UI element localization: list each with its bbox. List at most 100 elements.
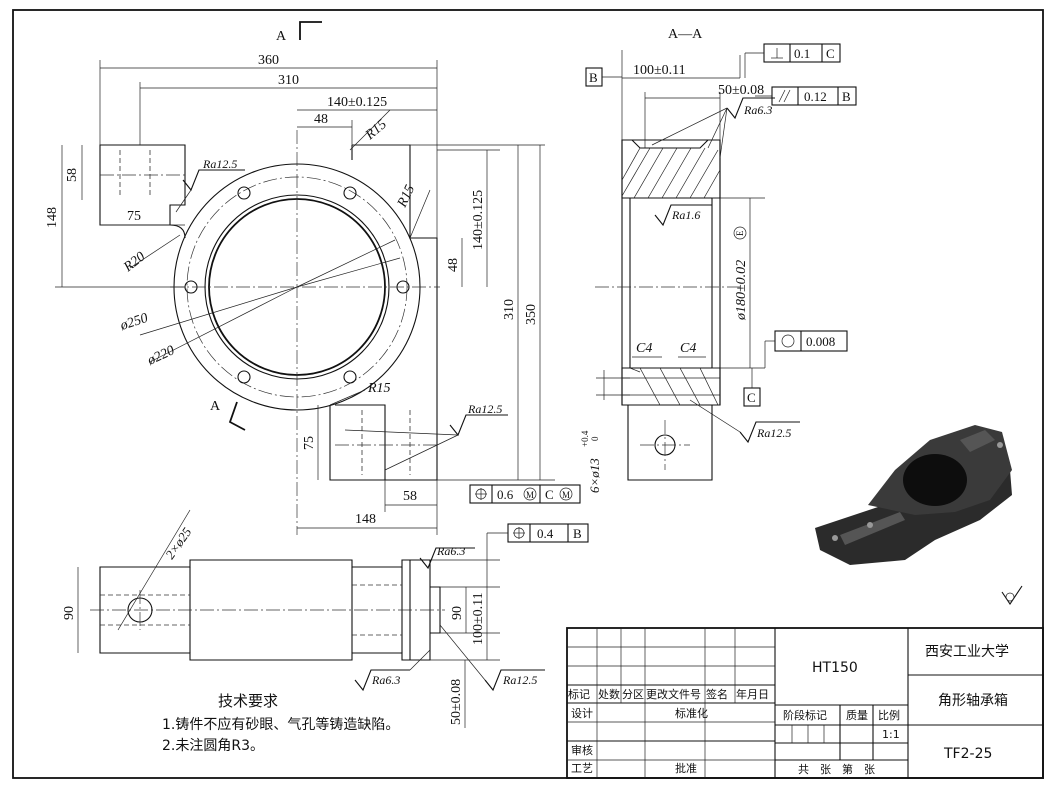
datum-c: C xyxy=(747,390,756,405)
front-view: A A xyxy=(45,21,581,535)
ra-12-5-a: Ra12.5 xyxy=(202,157,237,171)
dim-48-v: 48 xyxy=(446,258,461,272)
hatch-top xyxy=(621,147,721,199)
notes-line-1: 1.铸件不应有砂眼、气孔等铸造缺陷。 xyxy=(162,716,399,733)
ra-6-3-b: Ra6.3 xyxy=(436,544,465,558)
dim-c4-a: C4 xyxy=(636,341,652,356)
fcf-parallelism: 0.12 B xyxy=(755,86,857,106)
dim-75-h: 75 xyxy=(127,209,141,224)
svg-text:E: E xyxy=(735,230,745,236)
fcf-position-a-value: 0.6 xyxy=(497,487,514,502)
hatch-bottom xyxy=(622,367,720,406)
fcf-parallel-datum: B xyxy=(842,89,851,104)
dim-100-11-v: 100±0.11 xyxy=(471,592,486,645)
tb-header-2: 分区 xyxy=(622,688,644,701)
notes-title: 技术要求 xyxy=(218,692,278,710)
ra-6-3-a: Ra6.3 xyxy=(743,103,772,117)
dim-r20: R20 xyxy=(120,249,148,275)
tb-standard: 标准化 xyxy=(675,706,708,720)
tb-header-3: 更改文件号 xyxy=(646,687,701,701)
tb-material: HT150 xyxy=(812,660,858,676)
dim-phi250: ø250 xyxy=(118,311,150,334)
tb-org: 西安工业大学 xyxy=(925,644,1009,660)
section-mark-top: A xyxy=(276,29,287,44)
dim-48-h: 48 xyxy=(314,112,328,127)
dim-90-b: 90 xyxy=(450,606,465,620)
tb-process: 工艺 xyxy=(571,762,593,775)
dim-holes-tol-lo: 0 xyxy=(590,436,600,441)
section-view: A—A xyxy=(580,27,857,493)
tb-header-4: 签名 xyxy=(706,687,728,701)
revision-grid xyxy=(567,628,775,778)
drawing-frame xyxy=(12,9,1044,779)
dim-r15-b: R15 xyxy=(395,183,419,211)
dim-310-v: 310 xyxy=(502,299,517,320)
dim-100-11-h: 100±0.11 xyxy=(633,63,686,78)
dim-350-v: 350 xyxy=(524,304,539,325)
dim-58-v: 58 xyxy=(65,168,80,182)
tb-sheets: 共 张 第 张 xyxy=(798,762,875,776)
technical-notes: 技术要求 1.铸件不应有砂眼、气孔等铸造缺陷。 2.未注圆角R3。 xyxy=(162,692,399,754)
notes-line-2: 2.未注圆角R3。 xyxy=(162,738,264,754)
fcf-position-b-datum: B xyxy=(573,526,582,541)
dim-phi220: ø220 xyxy=(144,343,177,369)
tb-part-name: 角形轴承箱 xyxy=(938,693,1008,709)
title-block-headers: 标记处数分区更改文件号签名年月日 xyxy=(568,687,769,701)
dim-holes: 6×ø13 xyxy=(587,458,602,493)
dim-r15-a: R15 xyxy=(362,117,390,144)
section-mark-bottom: A xyxy=(210,399,221,414)
dim-58-h: 58 xyxy=(403,489,417,504)
dim-r15-c: R15 xyxy=(367,381,391,396)
fcf-position-b: 0.4 B xyxy=(486,523,589,560)
dim-75-v: 75 xyxy=(302,436,317,450)
dim-2phi25: 2×ø25 xyxy=(162,524,195,561)
fcf-circularity: 0.008 xyxy=(764,330,848,368)
tb-design: 设计 xyxy=(571,707,593,720)
dim-148-v: 148 xyxy=(45,207,60,228)
general-roughness-symbol xyxy=(1001,585,1023,605)
fcf-perp-value: 0.1 xyxy=(794,46,810,61)
ra-12-5-c: Ra12.5 xyxy=(467,402,502,416)
dim-phi180: ø180±0.02 xyxy=(734,260,749,321)
ra-1-6: Ra1.6 xyxy=(671,208,700,222)
section-title: A—A xyxy=(668,27,703,42)
isometric-render xyxy=(815,425,1012,565)
datum-b-section: B xyxy=(589,70,598,85)
fcf-perp-datum: C xyxy=(826,46,835,61)
tb-scale: 比例 xyxy=(878,708,900,722)
tb-stage-mark: 阶段标记 xyxy=(783,708,827,722)
top-view: 90 2×ø25 90 100±0.11 50±0.08 0.4 B Ra6.3 xyxy=(62,509,589,728)
tb-drawing-code: TF2-25 xyxy=(943,746,992,762)
tb-review: 审核 xyxy=(571,743,593,757)
fcf-position-b-value: 0.4 xyxy=(537,526,554,541)
fcf-circularity-value: 0.008 xyxy=(806,334,835,349)
dim-90-a: 90 xyxy=(62,606,77,620)
fcf-perpendicularity: 0.1 C xyxy=(744,43,841,78)
ra-12-5-d: Ra12.5 xyxy=(502,673,537,687)
dim-148-h: 148 xyxy=(355,512,376,527)
svg-text:M: M xyxy=(562,490,570,500)
dim-c4-b: C4 xyxy=(680,341,696,356)
dim-310-top: 310 xyxy=(278,73,299,88)
dim-holes-tol-up: +0.4 xyxy=(580,430,590,447)
tb-mass: 质量 xyxy=(846,709,868,722)
dim-140-v: 140±0.125 xyxy=(471,190,486,250)
fcf-position-a: 0.6 M C M xyxy=(469,484,581,504)
dim-50-08-v: 50±0.08 xyxy=(449,679,464,725)
ra-6-3-c: Ra6.3 xyxy=(371,673,400,687)
tb-approve: 批准 xyxy=(675,761,697,775)
dim-50-08-h: 50±0.08 xyxy=(718,83,764,98)
svg-text:M: M xyxy=(526,490,534,500)
tb-header-1: 处数 xyxy=(598,688,620,701)
tb-scale-value: 1:1 xyxy=(882,728,900,741)
fcf-parallel-value: 0.12 xyxy=(804,89,827,104)
title-block: 标记处数分区更改文件号签名年月日 设计 标准化 审核 工艺 批准 HT150 阶… xyxy=(566,627,1044,779)
dim-360: 360 xyxy=(258,53,279,68)
tb-header-5: 年月日 xyxy=(736,687,769,701)
ra-12-5-b: Ra12.5 xyxy=(756,426,791,440)
dim-140-h: 140±0.125 xyxy=(327,95,387,110)
tb-header-0: 标记 xyxy=(568,687,590,701)
fcf-position-a-datum: C xyxy=(545,487,554,502)
